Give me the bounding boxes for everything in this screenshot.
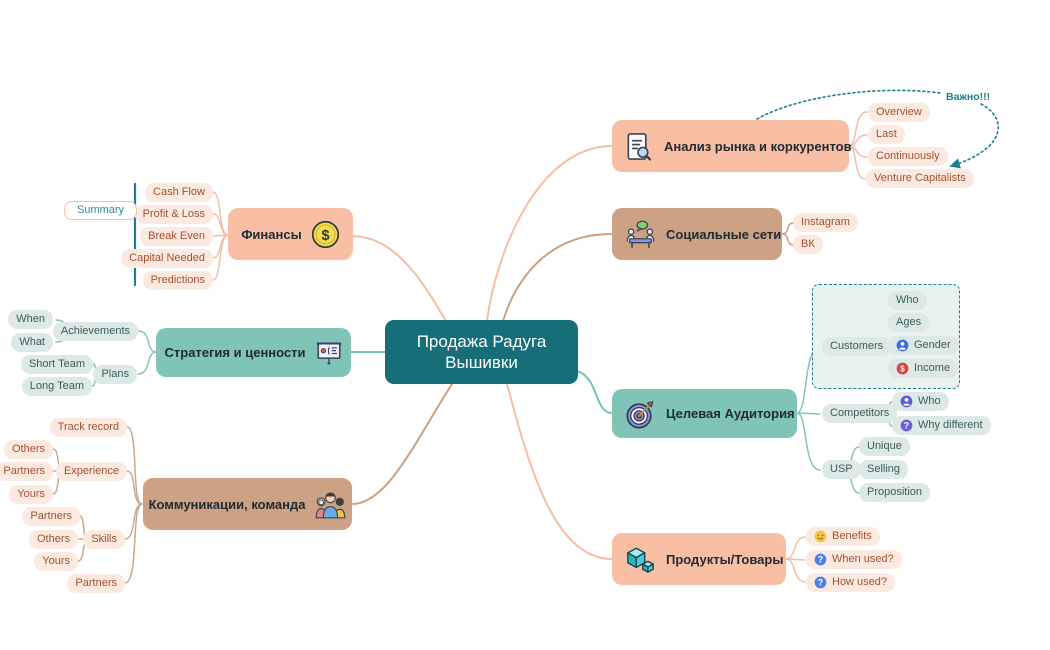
branch-strategy[interactable]: Стратегия и ценности (156, 328, 351, 377)
branch-products[interactable]: Продукты/Товары (612, 533, 786, 585)
communications-experience[interactable]: Experience (55, 462, 127, 482)
finance-child-capital-needed[interactable]: Capital Needed (121, 249, 213, 269)
communications-skills-others[interactable]: Others (28, 530, 78, 550)
edges-analysis-children (848, 111, 868, 180)
pill-label: Gender (914, 339, 951, 351)
annotation-dotted-arrow (756, 89, 999, 169)
document-search-icon (624, 131, 654, 162)
svg-text:?: ? (818, 555, 823, 565)
branch-finance-label: Финансы (241, 226, 302, 242)
branch-products-label: Продукты/Товары (666, 551, 784, 567)
communications-skills-partners[interactable]: Partners (22, 507, 80, 527)
svg-text:$: $ (900, 364, 905, 374)
smiley-icon (814, 530, 827, 543)
audience-competitors-why-different[interactable]: ? Why different (892, 416, 991, 436)
important-annotation[interactable]: Важно!!! (946, 91, 991, 103)
products-child-when-used[interactable]: ? When used? (806, 550, 902, 570)
question-icon: ? (900, 419, 913, 432)
communications-partners[interactable]: Partners (67, 574, 125, 594)
pill-label: How used? (832, 576, 888, 588)
person-icon (896, 339, 909, 352)
finance-child-break-even[interactable]: Break Even (140, 227, 213, 247)
presentation-icon (315, 339, 343, 367)
edges-finance-children (212, 191, 229, 281)
audience-customers-gender[interactable]: Gender (888, 336, 959, 356)
edge-center-products (506, 383, 612, 560)
audience-customers-who[interactable]: Who (888, 291, 927, 311)
branch-audience-label: Целевая Аудитория (666, 406, 795, 421)
edges-products-children (785, 536, 806, 583)
social-child-vk[interactable]: ВК (793, 235, 823, 255)
team-icon (314, 490, 346, 519)
question-icon: ? (814, 553, 827, 566)
finance-child-predictions[interactable]: Predictions (142, 271, 213, 291)
strategy-achievements[interactable]: Achievements (52, 322, 138, 342)
strategy-plans-short-team[interactable]: Short Team (20, 355, 93, 375)
edge-center-communications (352, 383, 453, 505)
central-topic[interactable]: Продажа Радуга Вышивки (385, 320, 578, 384)
edge-center-audience (576, 370, 612, 414)
products-child-how-used[interactable]: ? How used? (806, 573, 896, 593)
branch-social-label: Социальные сети (666, 226, 782, 242)
branch-social[interactable]: Социальные сети (612, 208, 782, 260)
cubes-icon (624, 544, 656, 574)
audience-customers-income[interactable]: $ Income (888, 359, 959, 379)
person-icon (900, 395, 913, 408)
branch-analysis-label: Анализ рынка и коркурентов (664, 138, 852, 154)
branch-audience[interactable]: Целевая Аудитория (612, 389, 797, 438)
summary-bracket-line (121, 182, 137, 287)
meeting-icon (624, 219, 656, 250)
analysis-child-continuously[interactable]: Continuously (868, 147, 948, 167)
dollar-icon: $ (896, 362, 909, 375)
branch-communications[interactable]: Коммуникации, команда (143, 478, 352, 530)
audience-usp[interactable]: USP (822, 460, 861, 480)
pill-label: Income (914, 362, 951, 374)
strategy-achievements-what[interactable]: What (11, 333, 53, 353)
products-child-benefits[interactable]: Benefits (806, 527, 880, 547)
edges-social-children (781, 222, 794, 246)
pill-label: Who (918, 395, 941, 407)
communications-skills-yours[interactable]: Yours (34, 552, 78, 572)
communications-experience-yours[interactable]: Yours (9, 485, 53, 505)
svg-text:?: ? (818, 578, 823, 588)
finance-child-profit-loss[interactable]: Profit & Loss (134, 205, 213, 225)
strategy-plans[interactable]: Plans (93, 365, 137, 385)
communications-track-record[interactable]: Track record (49, 418, 127, 438)
svg-text:?: ? (904, 421, 909, 431)
branch-communications-label: Коммуникации, команда (148, 496, 306, 512)
edge-center-analysis (486, 145, 612, 322)
pill-label: Benefits (832, 530, 872, 542)
social-child-instagram[interactable]: Instagram (793, 213, 858, 233)
branch-finance[interactable]: Финансы $ (228, 208, 353, 260)
branch-analysis[interactable]: Анализ рынка и коркурентов (612, 120, 852, 172)
branch-strategy-label: Стратегия и ценности (164, 345, 306, 360)
edge-center-social (502, 233, 612, 322)
analysis-child-venture-capitalists[interactable]: Venture Capitalists (866, 169, 974, 189)
target-icon (624, 398, 656, 430)
central-topic-label: Продажа Радуга Вышивки (416, 331, 547, 372)
dollar-coin-icon: $ (311, 220, 340, 249)
audience-competitors[interactable]: Competitors (822, 404, 898, 424)
edge-center-finance (352, 235, 447, 322)
question-icon: ? (814, 576, 827, 589)
finance-summary[interactable]: Summary (64, 201, 138, 221)
finance-child-cash-flow[interactable]: Cash Flow (145, 183, 213, 203)
audience-usp-proposition[interactable]: Proposition (859, 483, 931, 503)
audience-usp-unique[interactable]: Unique (859, 437, 910, 457)
audience-competitors-who[interactable]: Who (892, 392, 949, 412)
audience-customers[interactable]: Customers (822, 337, 892, 357)
strategy-achievements-when[interactable]: When (8, 310, 53, 330)
communications-experience-partners[interactable]: Partners (0, 462, 53, 482)
communications-experience-others[interactable]: Others (3, 440, 53, 460)
strategy-plans-long-team[interactable]: Long Team (21, 377, 92, 397)
analysis-child-overview[interactable]: Overview (868, 103, 930, 123)
audience-customers-ages[interactable]: Ages (888, 313, 930, 333)
analysis-child-last[interactable]: Last (868, 125, 905, 145)
pill-label: Why different (918, 419, 983, 431)
communications-skills[interactable]: Skills (83, 530, 125, 550)
svg-text:$: $ (321, 227, 329, 243)
pill-label: When used? (832, 553, 894, 565)
audience-usp-selling[interactable]: Selling (859, 460, 909, 480)
